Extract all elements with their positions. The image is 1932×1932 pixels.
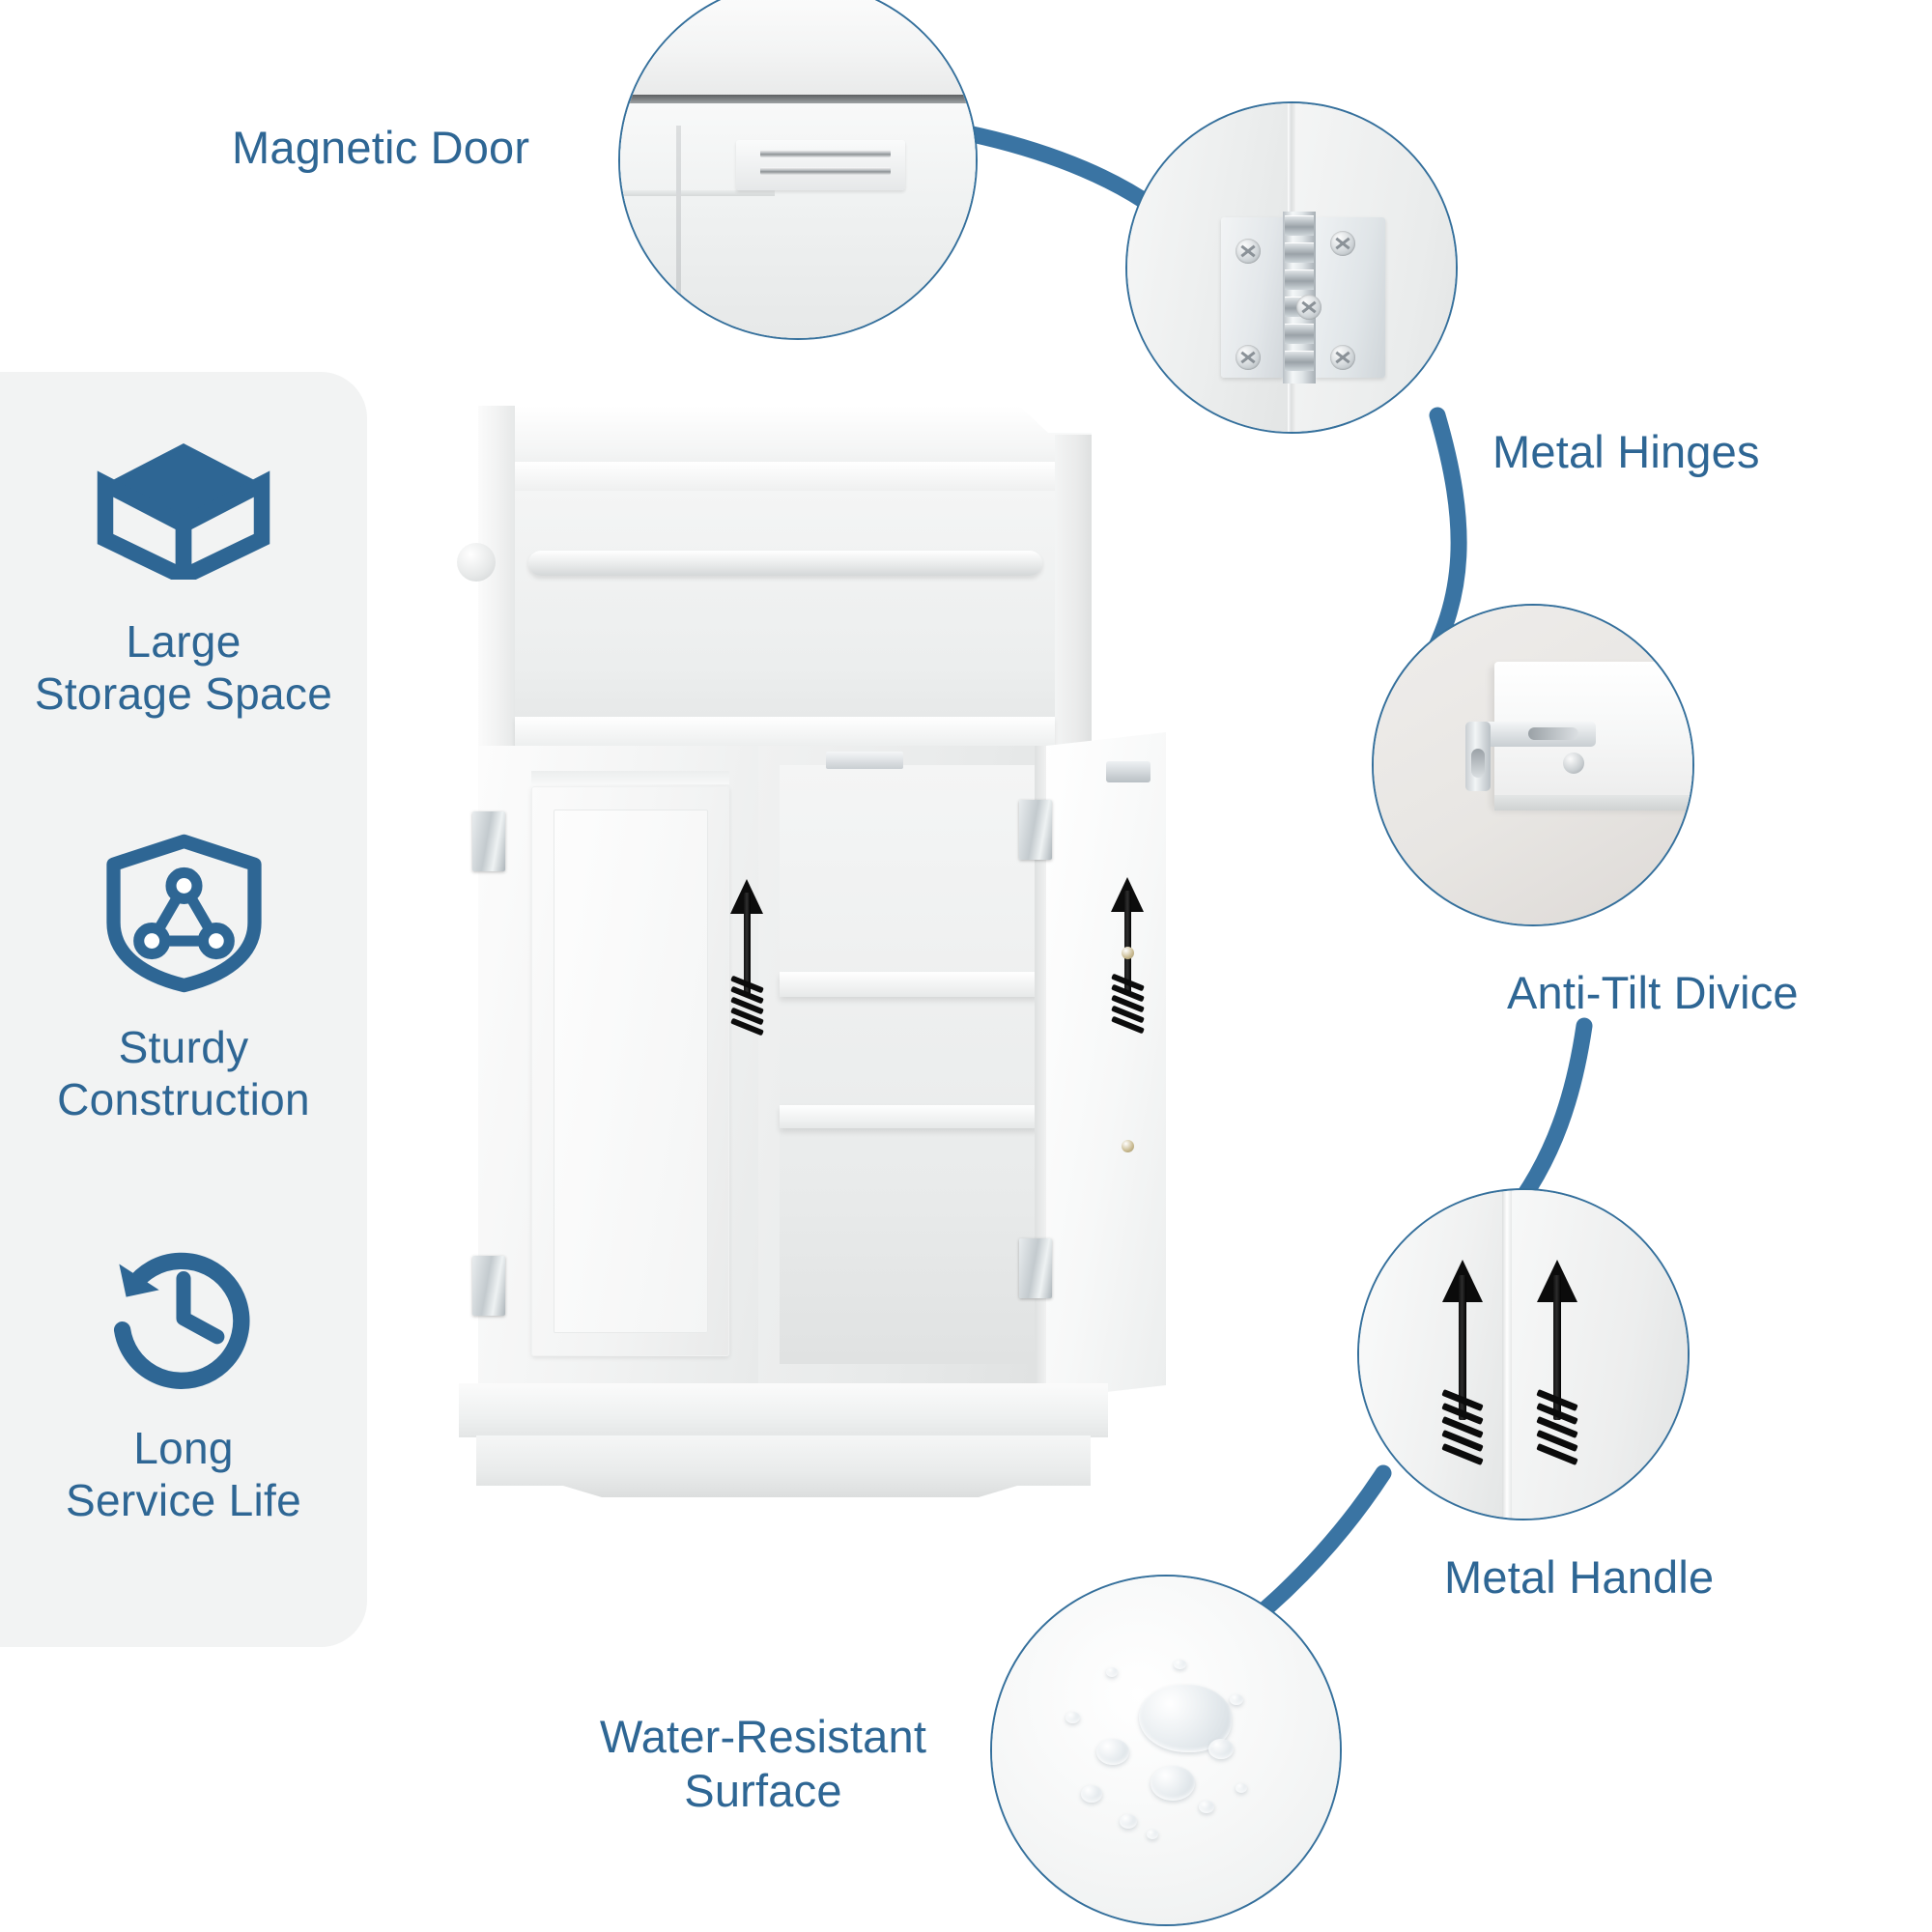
box-icon: [0, 411, 367, 604]
callout-label-magnetic-door: Magnetic Door: [232, 122, 530, 173]
feature-panel: Large Storage Space Sturdy Construction: [0, 372, 367, 1647]
detail-circle-water-resistant: [990, 1575, 1342, 1926]
detail-circle-anti-tilt: [1372, 604, 1694, 926]
magnetic-catch-detail: [620, 0, 976, 338]
detail-circle-metal-hinges: [1125, 101, 1458, 434]
chrome-butt-hinge-detail: [1127, 103, 1456, 432]
product-image: [440, 406, 1232, 1555]
black-arrow-handle-detail: [1359, 1190, 1688, 1519]
clock-icon: [0, 1217, 367, 1410]
feature-label: Sturdy Construction: [57, 1022, 310, 1125]
detail-circle-magnetic-door: [618, 0, 978, 340]
feature-label: Long Service Life: [66, 1423, 301, 1526]
callout-label-anti-tilt: Anti-Tilt Divice: [1507, 967, 1799, 1018]
callout-label-water-resistant: Water-Resistant Surface: [599, 1711, 927, 1817]
anti-tilt-bracket-detail: [1374, 606, 1692, 924]
feature-large-storage-space: Large Storage Space: [0, 411, 367, 721]
water-droplets-detail: [992, 1577, 1340, 1924]
callout-label-metal-hinges: Metal Hinges: [1492, 426, 1760, 477]
feature-label: Large Storage Space: [34, 616, 333, 720]
detail-circle-metal-handle: [1357, 1188, 1690, 1520]
callout-label-metal-handle: Metal Handle: [1444, 1551, 1715, 1603]
feature-sturdy-construction: Sturdy Construction: [0, 816, 367, 1126]
feature-long-service-life: Long Service Life: [0, 1217, 367, 1527]
shield-icon: [0, 816, 367, 1009]
